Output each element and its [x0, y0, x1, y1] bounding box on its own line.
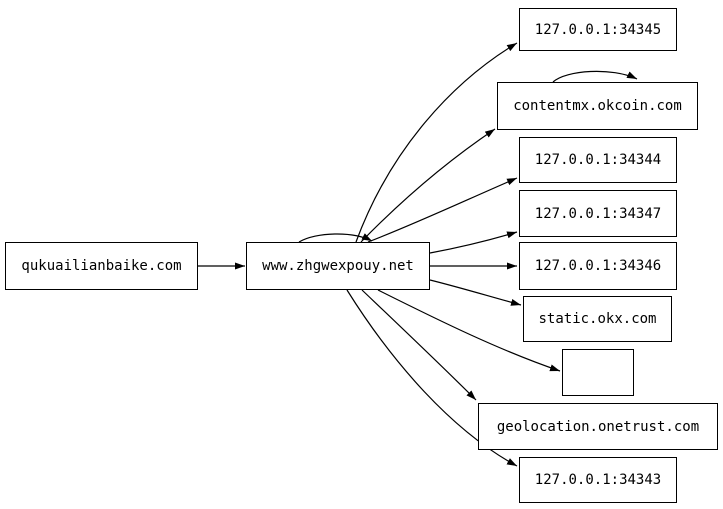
graph-node-label: 127.0.0.1:34346: [534, 258, 662, 274]
graph-node-label: 127.0.0.1:34344: [534, 152, 662, 168]
graph-node-ip-127-0-0-1-34347: 127.0.0.1:34347: [519, 190, 677, 237]
edge-www-zhgwexpouy-net-to-ip-127-0-0-1-34347: [429, 231, 518, 254]
edge-www-zhgwexpouy-net-to-unnamed-node: [377, 289, 561, 372]
graph-node-static-okx-com: static.okx.com: [523, 296, 672, 342]
graph-node-label: geolocation.onetrust.com: [496, 418, 700, 435]
graph-node-contentmx-okcoin-com: contentmx.okcoin.com: [497, 82, 698, 130]
graph-node-label: 127.0.0.1:34345: [534, 21, 662, 38]
graph-node-label: 127.0.0.1:34347: [534, 205, 662, 222]
graph-node-label: www.zhgwexpouy.net: [262, 258, 414, 274]
graph-node-ip-127-0-0-1-34343: 127.0.0.1:34343: [519, 457, 677, 503]
edge-www-zhgwexpouy-net-to-static-okx-com: [429, 279, 522, 306]
graph-node-unnamed-node: [562, 349, 634, 396]
edge-group: [198, 42, 638, 467]
graph-node-label: contentmx.okcoin.com: [513, 98, 682, 114]
graph-node-label: qukuailianbaike.com: [21, 258, 182, 274]
edge-www-zhgwexpouy-net-to-ip-127-0-0-1-34343: [346, 289, 518, 467]
graph-node-ip-127-0-0-1-34344: 127.0.0.1:34344: [519, 137, 677, 183]
edge-www-zhgwexpouy-net-to-ip-127-0-0-1-34345: [355, 42, 518, 243]
edge-www-zhgwexpouy-net-to-contentmx-okcoin-com: [360, 128, 496, 243]
graph-node-label: static.okx.com: [538, 311, 657, 327]
edge-www-zhgwexpouy-net-to-geolocation-onetrust-com: [361, 289, 477, 401]
graph-node-qukuailianbaike-com: qukuailianbaike.com: [5, 242, 198, 290]
graph-node-ip-127-0-0-1-34345: 127.0.0.1:34345: [519, 8, 677, 51]
graph-node-label: 127.0.0.1:34343: [534, 472, 662, 488]
edge-www-zhgwexpouy-net-to-ip-127-0-0-1-34344: [367, 177, 518, 243]
graph-node-ip-127-0-0-1-34346: 127.0.0.1:34346: [519, 242, 677, 290]
graph-node-geolocation-onetrust-com: geolocation.onetrust.com: [478, 403, 718, 450]
edge-www-zhgwexpouy-net-self-loop: [298, 233, 373, 243]
edge-contentmx-okcoin-com-self-loop: [552, 70, 638, 83]
graph-node-www-zhgwexpouy-net: www.zhgwexpouy.net: [246, 242, 430, 290]
